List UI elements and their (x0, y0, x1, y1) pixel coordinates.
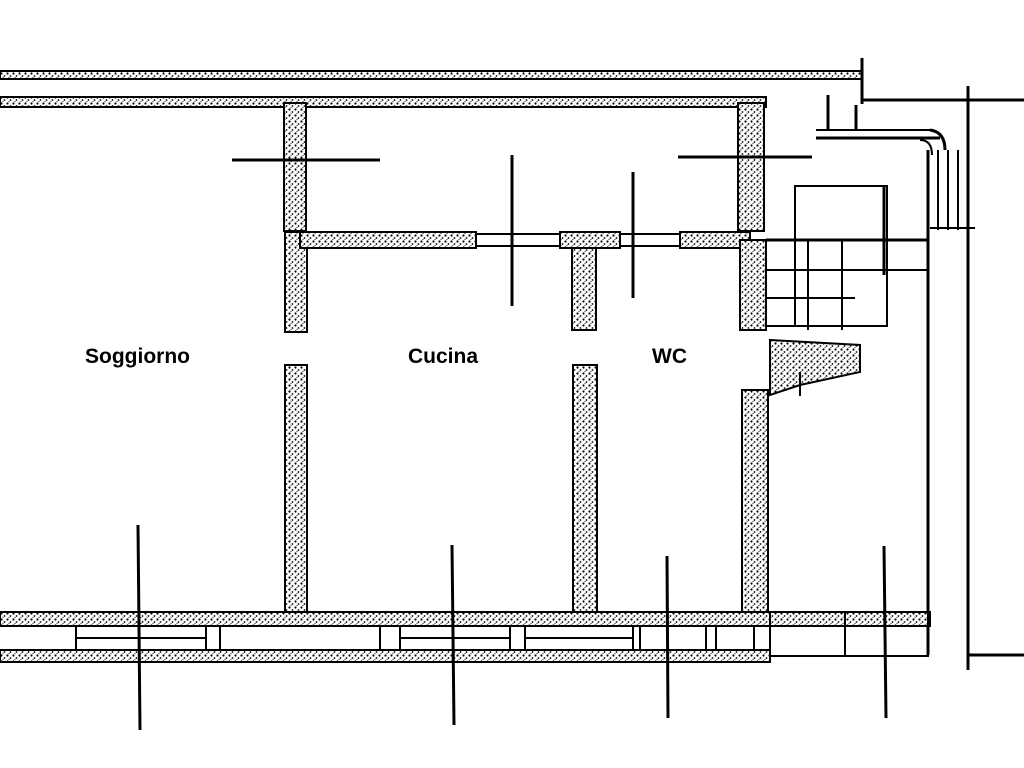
bottom-outer-wall (0, 611, 931, 663)
wall-wc-right (737, 102, 769, 613)
wall-soggiorno-cucina (283, 102, 308, 616)
top-outer-wall (0, 58, 1024, 156)
room-label-soggiorno: Soggiorno (85, 345, 190, 368)
right-exterior-lines (926, 86, 1024, 670)
room-label-wc: WC (652, 345, 687, 368)
wall-top-cucina (299, 231, 751, 249)
room-label-cucina: Cucina (408, 345, 479, 368)
stair-detail (766, 185, 928, 397)
dimension-lines (136, 155, 888, 731)
wall-cucina-wc (571, 247, 598, 616)
